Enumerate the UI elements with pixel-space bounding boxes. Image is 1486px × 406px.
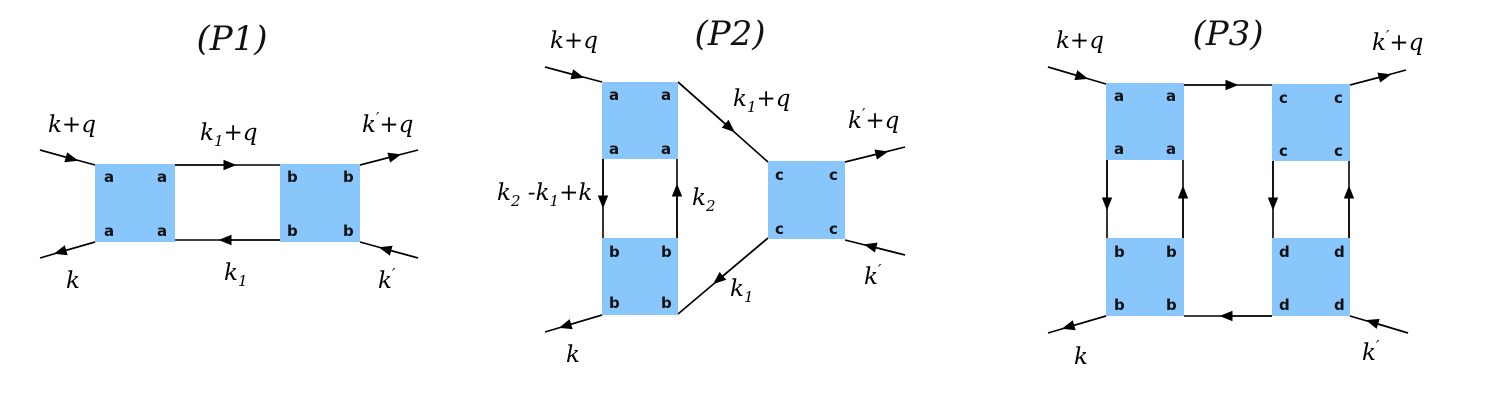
momentum-label: k′ (1362, 337, 1380, 366)
corner-label: b (343, 222, 354, 240)
corner-label: b (661, 243, 672, 261)
corner-label: a (661, 86, 671, 104)
corner-label: c (775, 166, 784, 184)
diagram-p3: (P3) a a a a b (1047, 14, 1423, 370)
corner-label: b (1114, 243, 1125, 261)
diagram-p1: (P1) a a a a b b b b k+q k (39, 19, 419, 294)
vertex-box-b: b b b b (280, 164, 360, 242)
corner-label: b (287, 222, 298, 240)
diagram-title: (P2) (694, 14, 765, 54)
momentum-label: k′+q (1372, 27, 1423, 56)
arrow-icon (378, 245, 419, 259)
corner-label: a (1114, 140, 1124, 158)
corner-label: a (104, 222, 114, 240)
momentum-label: k2 -k1+k (497, 180, 592, 210)
momentum-label: k′+q (848, 105, 899, 134)
vertex-box-b: b b b b (602, 238, 678, 315)
corner-label: a (609, 140, 619, 158)
arrow-icon (39, 149, 79, 163)
corner-label: b (609, 294, 620, 312)
momentum-label: k+q (48, 112, 96, 138)
corner-label: c (829, 220, 838, 238)
diagram-title: (P1) (196, 19, 267, 59)
corner-label: d (1279, 243, 1290, 261)
corner-label: a (661, 140, 671, 158)
momentum-label: k (566, 342, 580, 368)
corner-label: b (1166, 243, 1177, 261)
corner-label: c (1334, 142, 1343, 160)
corner-label: a (1166, 140, 1176, 158)
corner-label: c (829, 166, 838, 184)
vertex-box-c: c c c c (768, 161, 845, 239)
corner-label: a (157, 222, 167, 240)
momentum-label: k2 (692, 185, 715, 215)
corner-label: a (1166, 87, 1176, 105)
corner-label: b (609, 243, 620, 261)
arrow-icon (844, 149, 889, 163)
corner-label: a (104, 168, 114, 186)
diagram-title: (P3) (1192, 14, 1263, 54)
momentum-label: k′ (864, 261, 882, 290)
vertex-box-a: a a a a (95, 164, 175, 242)
arrow-icon (359, 152, 402, 166)
arrow-icon (1349, 72, 1392, 86)
momentum-label: k1 (730, 276, 753, 306)
vertex-box-d: d d d d (1272, 238, 1350, 316)
vertex-box-c: c c c c (1272, 84, 1350, 161)
diagram-p2: (P2) a a a a b b b (497, 14, 906, 368)
corner-label: d (1334, 243, 1345, 261)
corner-label: c (1334, 89, 1343, 107)
arrow-icon (1061, 315, 1107, 331)
arrow-icon (544, 66, 585, 80)
arrow-icon (558, 314, 603, 330)
momentum-label: k (66, 268, 80, 294)
corner-label: a (609, 86, 619, 104)
corner-label: b (1166, 296, 1177, 314)
corner-label: d (1334, 296, 1345, 314)
corner-label: c (1279, 89, 1288, 107)
momentum-label: k1 (224, 260, 247, 290)
corner-label: c (775, 220, 784, 238)
corner-label: b (287, 168, 298, 186)
corner-label: b (661, 294, 672, 312)
momentum-label: k1+q (200, 120, 257, 150)
arrow-icon (53, 241, 96, 256)
arrow-icon (713, 237, 769, 285)
corner-label: c (1279, 142, 1288, 160)
corner-label: d (1279, 296, 1290, 314)
momentum-label: k+q (550, 28, 598, 54)
arrow-icon (1047, 66, 1089, 81)
corner-label: b (343, 168, 354, 186)
arrow-icon (677, 81, 735, 133)
momentum-label: k′ (378, 265, 396, 294)
arrow-icon (1365, 318, 1409, 334)
arrow-icon (863, 242, 906, 256)
vertex-box-a: a a a a (1106, 83, 1184, 160)
momentum-label: k+q (1056, 28, 1104, 54)
momentum-label: k1+q (733, 86, 790, 116)
corner-label: a (157, 168, 167, 186)
momentum-label: k (1074, 344, 1088, 370)
corner-label: a (1114, 87, 1124, 105)
momentum-label: k′+q (362, 109, 413, 138)
corner-label: b (1114, 296, 1125, 314)
vertex-box-b: b b b b (1106, 238, 1184, 316)
vertex-box-a: a a a a (602, 82, 678, 159)
